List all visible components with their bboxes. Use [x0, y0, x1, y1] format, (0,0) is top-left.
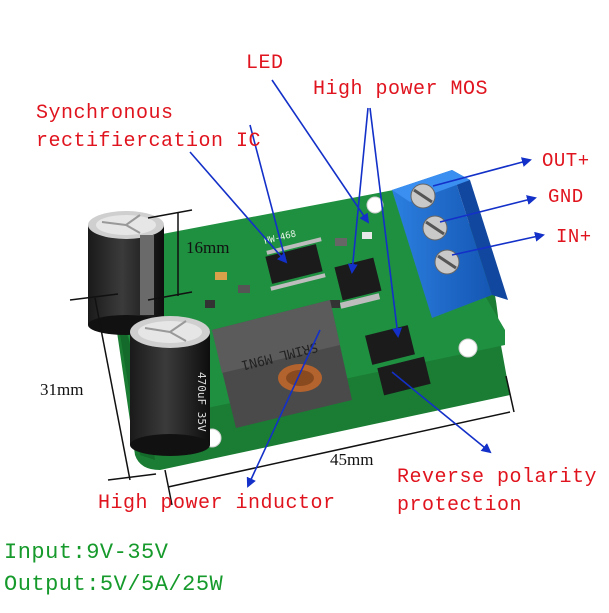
- capacitor-top: [88, 211, 164, 335]
- mosfet-bottom: [365, 325, 431, 396]
- in-plus-label: IN+: [556, 226, 592, 248]
- reverse-polarity-label-line2: protection: [397, 494, 523, 517]
- capacitor-bottom: 470uF 35V: [130, 316, 210, 456]
- inductor-label: High power inductor: [98, 492, 336, 515]
- reverse-polarity-label-line1: Reverse polarity: [397, 466, 598, 489]
- gnd-label: GND: [548, 186, 584, 208]
- sync-ic-label-line2: rectifiercation IC: [36, 130, 262, 153]
- led-label: LED: [246, 52, 284, 75]
- output-spec: Output:5V/5A/25W: [4, 572, 224, 597]
- mosfet-top: [334, 257, 382, 309]
- callout-arrows: [189, 79, 545, 488]
- sync-ic-label-line1: Synchronous: [36, 102, 174, 125]
- dimension-16mm: 16mm: [186, 238, 230, 257]
- terminal-block: [392, 170, 508, 318]
- high-power-mos-label: High power MOS: [313, 78, 489, 101]
- dimension-31mm: 31mm: [40, 380, 84, 399]
- out-plus-label: OUT+: [542, 150, 590, 172]
- input-spec: Input:9V-35V: [4, 540, 169, 565]
- capacitor-marking: 470uF 35V: [195, 372, 208, 432]
- dimension-lines: [69, 209, 515, 506]
- power-inductor: SRIML M9N1: [212, 300, 352, 428]
- ic-arrow-line: [249, 124, 287, 263]
- dimension-45mm: 45mm: [330, 450, 374, 469]
